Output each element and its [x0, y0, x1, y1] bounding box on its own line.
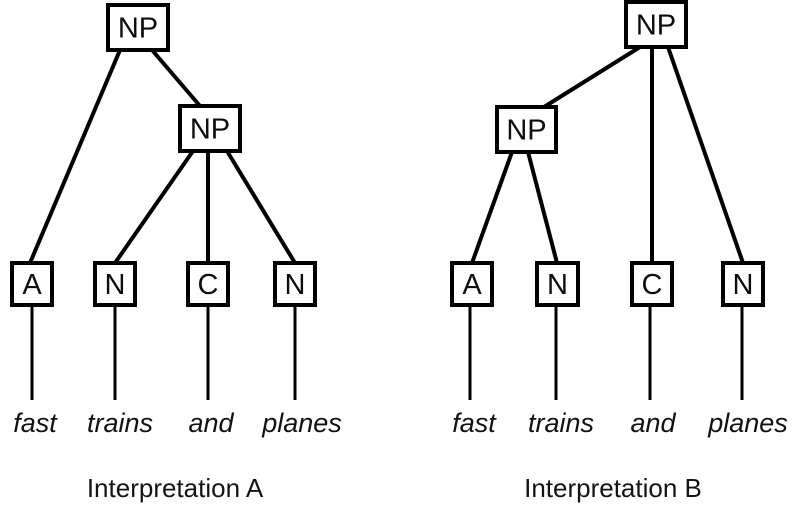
- edge-a-np-root-to-a-np-sub: [150, 48, 202, 108]
- node-label-b-np-root: NP: [636, 10, 676, 42]
- edge-b-np-root-to-b-np-sub: [542, 45, 642, 109]
- word-label-a-word-planes: planes: [261, 408, 342, 438]
- word-label-a-word-trains: trains: [87, 408, 153, 438]
- node-b-pos-c[interactable]: C: [630, 261, 674, 307]
- node-group: NP NP A N C N: [10, 3, 317, 307]
- node-label-b-np-sub: NP: [506, 115, 546, 147]
- node-b-pos-n1[interactable]: N: [535, 261, 580, 307]
- node-label-b-pos-c: C: [642, 269, 663, 301]
- node-label-b-pos-n1: N: [547, 269, 568, 301]
- node-box-a-pos-n1: [93, 261, 137, 307]
- node-box-b-pos-c: [630, 261, 674, 307]
- node-box-b-np-sub: [495, 105, 558, 154]
- edge-a-np-sub-to-a-pos-n2: [225, 149, 297, 265]
- node-a-np-root[interactable]: NP: [106, 3, 170, 52]
- word-label-b-word-planes: planes: [707, 408, 788, 438]
- node-label-b-pos-a: A: [462, 269, 482, 301]
- node-box-a-pos-c: [186, 261, 230, 307]
- node-a-pos-n1[interactable]: N: [93, 261, 137, 307]
- node-a-np-sub[interactable]: NP: [178, 104, 242, 153]
- word-group: fast trains and planes: [452, 408, 788, 438]
- node-box-a-np-sub: [178, 104, 242, 153]
- node-a-pos-c[interactable]: C: [186, 261, 230, 307]
- node-b-pos-n2[interactable]: N: [721, 261, 765, 307]
- edge-b-np-root-to-b-pos-n2: [666, 46, 745, 264]
- word-label-a-word-fast: fast: [13, 408, 58, 438]
- node-label-a-np-root: NP: [118, 13, 158, 45]
- edge-group: [470, 45, 745, 264]
- node-box-b-pos-n2: [721, 261, 765, 307]
- word-label-a-word-and: and: [188, 408, 234, 438]
- edge-a-np-sub-to-a-pos-n1: [113, 149, 195, 265]
- node-box-a-np-root: [106, 3, 170, 52]
- caption-interpretation-a: Interpretation A: [87, 473, 264, 503]
- node-a-pos-a[interactable]: A: [10, 261, 54, 307]
- word-label-b-word-trains: trains: [528, 408, 594, 438]
- node-label-a-np-sub: NP: [190, 114, 230, 146]
- node-box-a-pos-a: [10, 261, 54, 307]
- edge-b-np-sub-to-b-pos-n1: [526, 151, 559, 264]
- node-box-a-pos-n2: [273, 261, 317, 307]
- caption-interpretation-b: Interpretation B: [524, 473, 702, 503]
- node-box-b-pos-a: [450, 261, 494, 307]
- node-label-a-pos-c: C: [198, 269, 219, 301]
- node-group: NP NP A N C N: [450, 0, 765, 307]
- node-label-b-pos-n2: N: [733, 269, 754, 301]
- node-b-np-sub[interactable]: NP: [495, 105, 558, 154]
- node-a-pos-n2[interactable]: N: [273, 261, 317, 307]
- node-label-a-pos-n1: N: [105, 269, 126, 301]
- edge-b-np-sub-to-b-pos-a: [470, 151, 514, 264]
- edge-group: [28, 48, 297, 265]
- node-box-b-pos-n1: [535, 261, 580, 307]
- leaf-stem-group: [30, 305, 297, 400]
- word-label-b-word-fast: fast: [452, 408, 497, 438]
- word-label-b-word-and: and: [630, 408, 676, 438]
- node-b-pos-a[interactable]: A: [450, 261, 494, 307]
- leaf-stem-group: [468, 305, 744, 400]
- edge-a-np-root-to-a-pos-a: [28, 49, 122, 264]
- node-label-a-pos-a: A: [22, 269, 42, 301]
- node-b-np-root[interactable]: NP: [624, 0, 688, 49]
- node-box-b-np-root: [624, 0, 688, 49]
- word-group: fast trains and planes: [13, 408, 342, 438]
- node-label-a-pos-n2: N: [285, 269, 306, 301]
